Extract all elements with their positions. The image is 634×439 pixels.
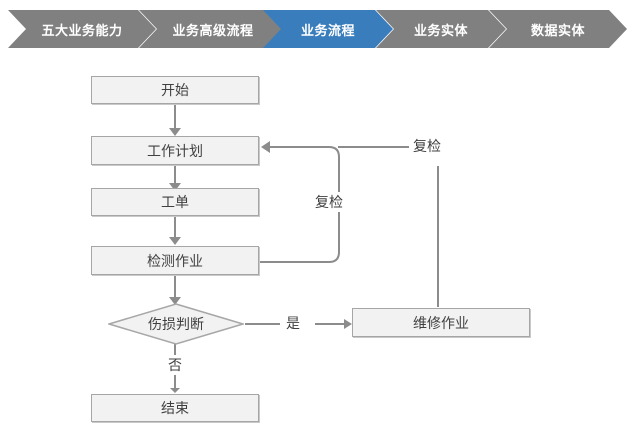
breadcrumb-item-4-label: 业务实体 <box>413 22 468 38</box>
chevron-shape-icon <box>139 10 287 48</box>
edge-label-recheck-outer: 复检 <box>409 136 445 157</box>
node-damage-decision[interactable]: 伤损判断 <box>108 303 244 345</box>
breadcrumb-item-3[interactable]: 业务流程 <box>263 10 393 48</box>
node-work-order-label: 工单 <box>161 194 189 210</box>
breadcrumb-item-1[interactable]: 五大业务能力 <box>8 10 156 48</box>
edge-label-no: 否 <box>164 355 186 376</box>
breadcrumb-item-2[interactable]: 业务高级流程 <box>139 10 287 48</box>
edge-label-recheck-inner: 复检 <box>311 192 347 213</box>
arrowhead-inspection-to-damage <box>169 297 181 305</box>
arrowhead-recheck-to-work-plan <box>261 141 270 153</box>
breadcrumb-item-5-label: 数据实体 <box>530 22 585 38</box>
breadcrumb-item-3-label: 业务流程 <box>300 22 355 38</box>
chevron-shape-icon <box>376 10 506 48</box>
edge-label-yes: 是 <box>282 313 304 334</box>
edge-label-yes-text: 是 <box>286 315 300 331</box>
edge-start-to-work-plan <box>174 104 176 130</box>
arrowhead-work-plan-to-work-order <box>169 183 181 191</box>
edge-work-order-to-inspection <box>174 216 176 240</box>
node-work-plan[interactable]: 工作计划 <box>91 136 259 165</box>
edge-damage-to-yes-label <box>245 323 280 325</box>
node-inspection-label: 检测作业 <box>147 252 203 269</box>
node-repair-label: 维修作业 <box>413 314 469 331</box>
chevron-shape-icon <box>489 10 627 48</box>
node-start[interactable]: 开始 <box>91 76 259 104</box>
arrowhead-damage-to-end <box>170 388 180 393</box>
node-end-label: 结束 <box>161 400 189 416</box>
edge-recheck-outer-vertical <box>437 166 439 307</box>
breadcrumb-item-4[interactable]: 业务实体 <box>376 10 506 48</box>
arrowhead-work-order-to-inspection <box>169 237 181 245</box>
node-inspection[interactable]: 检测作业 <box>91 246 259 275</box>
chevron-shape-icon <box>263 10 393 48</box>
node-repair[interactable]: 维修作业 <box>352 308 530 337</box>
edge-label-recheck-inner-text: 复检 <box>315 194 343 210</box>
node-work-plan-label: 工作计划 <box>147 142 203 159</box>
edge-label-no-text: 否 <box>168 357 182 373</box>
edge-inspection-to-damage <box>174 275 176 299</box>
breadcrumb: 五大业务能力 业务高级流程 业务流程 业务实体 数据实体 <box>0 10 634 48</box>
arrowhead-start-to-work-plan <box>169 128 181 136</box>
arrowhead-damage-to-repair <box>344 319 352 329</box>
breadcrumb-item-2-label: 业务高级流程 <box>172 22 254 38</box>
node-end[interactable]: 结束 <box>91 394 259 422</box>
breadcrumb-item-5[interactable]: 数据实体 <box>489 10 627 48</box>
edge-yes-label-to-repair <box>315 323 345 325</box>
edge-work-plan-to-work-order <box>174 165 176 187</box>
breadcrumb-item-1-label: 五大业务能力 <box>41 22 123 38</box>
node-start-label: 开始 <box>161 82 189 98</box>
edge-label-recheck-outer-text: 复检 <box>413 138 441 154</box>
node-work-order[interactable]: 工单 <box>91 188 259 216</box>
edge-recheck-outer-horizontal <box>338 146 440 148</box>
chevron-shape-icon <box>8 10 156 48</box>
diamond-shape-icon <box>108 303 244 345</box>
